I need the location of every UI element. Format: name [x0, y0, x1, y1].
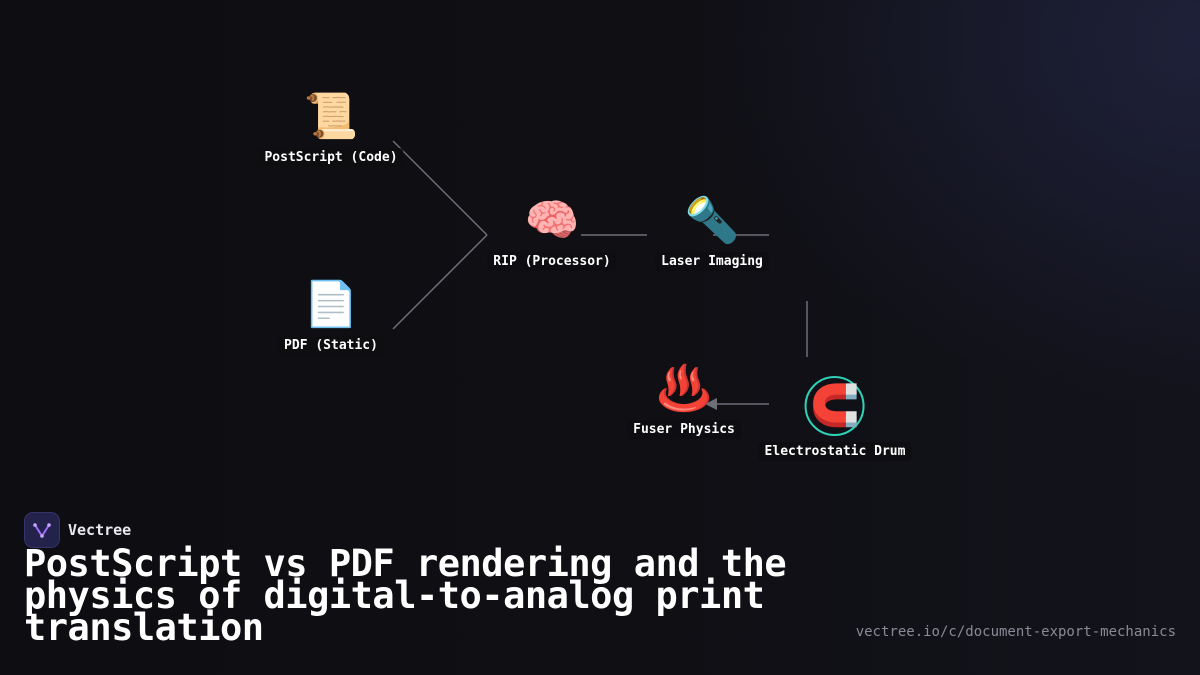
hot-springs-icon: ♨️ [656, 363, 712, 414]
node-label: Fuser Physics [627, 420, 741, 439]
node-label: PostScript (Code) [258, 148, 404, 167]
edge-postscript-rip [392, 140, 488, 236]
node-postscript: 📜 PostScript (Code) [258, 91, 404, 167]
node-label: RIP (Processor) [487, 252, 617, 271]
node-drum: 🧲 Electrostatic Drum [758, 376, 912, 461]
flashlight-icon: 🔦 [684, 195, 740, 246]
highlight-ring: 🧲 [804, 376, 865, 436]
node-laser: 🔦 Laser Imaging [655, 196, 769, 271]
page-icon: 📄 [303, 279, 359, 330]
brand: Vectree [24, 512, 131, 548]
brand-name: Vectree [68, 521, 132, 539]
node-label: PDF (Static) [278, 336, 384, 355]
edge-pdf-rip [392, 234, 488, 330]
node-pdf: 📄 PDF (Static) [278, 280, 384, 355]
scroll-icon: 📜 [303, 91, 359, 142]
node-label: Laser Imaging [655, 252, 769, 271]
source-url[interactable]: vectree.io/c/document-export-mechanics [855, 624, 1176, 640]
magnet-icon: 🧲 [810, 383, 860, 429]
brain-icon: 🧠 [524, 195, 580, 246]
node-fuser: ♨️ Fuser Physics [627, 364, 741, 439]
node-label: Electrostatic Drum [758, 442, 912, 461]
page-title: PostScript vs PDF rendering and the phys… [24, 542, 787, 649]
vectree-logo-icon [24, 512, 60, 548]
node-rip: 🧠 RIP (Processor) [487, 195, 617, 271]
